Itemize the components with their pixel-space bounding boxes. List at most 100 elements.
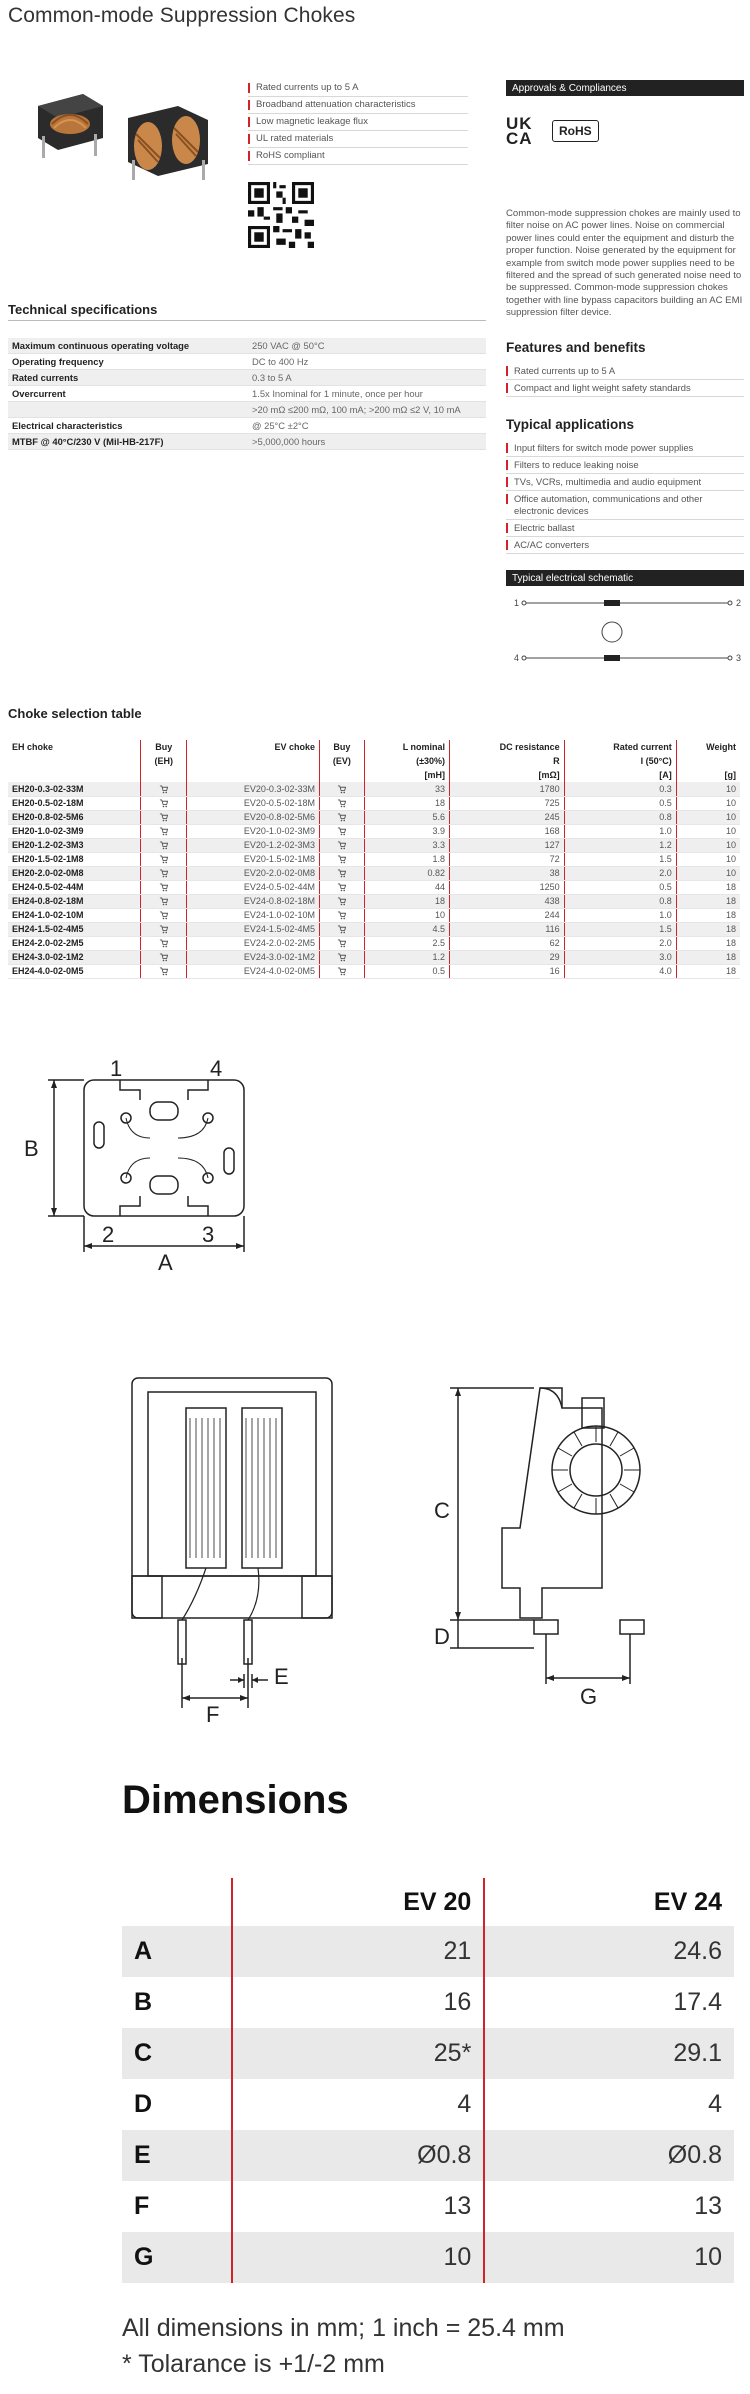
spec-key: Overcurrent: [8, 385, 248, 402]
buy-eh-button[interactable]: [140, 964, 187, 979]
pin-2-label: 2: [736, 598, 741, 608]
list-item: Input filters for switch mode power supp…: [506, 440, 744, 457]
buy-eh-button[interactable]: [140, 824, 187, 839]
cart-icon[interactable]: [159, 952, 169, 962]
ev-choke-cell: EV20-1.2-02-3M3: [186, 838, 320, 853]
schematic-section: Typical electrical schematic 1 2 4 3: [506, 569, 744, 672]
top-view-drawing: 1 4 2 3 A B: [24, 1056, 245, 1275]
cart-icon[interactable]: [337, 896, 347, 906]
col-buy-eh-sub: (EH): [140, 754, 187, 768]
cart-icon[interactable]: [159, 896, 169, 906]
buy-ev-button[interactable]: [318, 782, 365, 797]
list-item: AC/AC converters: [506, 537, 744, 554]
buy-ev-button[interactable]: [318, 950, 365, 965]
buy-ev-button[interactable]: [318, 880, 365, 895]
cart-icon[interactable]: [159, 966, 169, 976]
dc-resistance-cell: 438: [449, 894, 565, 909]
rated-current-cell: 1.0: [563, 824, 677, 839]
buy-eh-button[interactable]: [140, 866, 187, 881]
approvals-header: Approvals & Compliances: [506, 80, 744, 96]
rated-current-cell: 4.0: [563, 964, 677, 979]
buy-ev-button[interactable]: [318, 852, 365, 867]
cart-icon[interactable]: [337, 938, 347, 948]
weight-cell: 18: [675, 936, 740, 951]
dim-key: E: [122, 2130, 232, 2181]
cart-icon[interactable]: [337, 854, 347, 864]
cart-icon[interactable]: [337, 924, 347, 934]
cart-icon[interactable]: [337, 952, 347, 962]
dim-ev20-value: 16: [230, 1977, 485, 2028]
dim-col-key: [122, 1878, 232, 1926]
cart-icon[interactable]: [159, 798, 169, 808]
cart-icon[interactable]: [159, 840, 169, 850]
buy-ev-button[interactable]: [318, 908, 365, 923]
rated-current-cell: 1.5: [563, 922, 677, 937]
eh-choke-cell: EH24-0.8-02-18M: [8, 894, 141, 909]
eh-choke-cell: EH24-2.0-02-2M5: [8, 936, 141, 951]
cart-icon[interactable]: [337, 826, 347, 836]
buy-ev-button[interactable]: [318, 922, 365, 937]
rated-current-cell: 1.0: [563, 908, 677, 923]
ev-choke-cell: EV24-3.0-02-1M2: [186, 950, 320, 965]
cart-icon[interactable]: [337, 784, 347, 794]
l-nominal-cell: 2.5: [363, 936, 450, 951]
cart-icon[interactable]: [337, 798, 347, 808]
cart-icon[interactable]: [159, 910, 169, 920]
buy-ev-button[interactable]: [318, 838, 365, 853]
cart-icon[interactable]: [337, 966, 347, 976]
buy-eh-button[interactable]: [140, 880, 187, 895]
cart-icon[interactable]: [159, 826, 169, 836]
buy-eh-button[interactable]: [140, 950, 187, 965]
rohs-badge: RoHS: [552, 120, 599, 142]
typical-applications-title: Typical applications: [506, 416, 635, 432]
cart-icon[interactable]: [159, 924, 169, 934]
buy-eh-button[interactable]: [140, 796, 187, 811]
ukca-bottom: CA: [506, 129, 533, 148]
qr-code-icon[interactable]: [248, 182, 314, 248]
buy-ev-button[interactable]: [318, 936, 365, 951]
buy-ev-button[interactable]: [318, 824, 365, 839]
rated-current-cell: 2.0: [563, 936, 677, 951]
buy-eh-button[interactable]: [140, 922, 187, 937]
cart-icon[interactable]: [159, 938, 169, 948]
buy-eh-button[interactable]: [140, 908, 187, 923]
cart-icon[interactable]: [159, 882, 169, 892]
side-view-drawing: C D G: [434, 1387, 645, 1709]
cart-icon[interactable]: [159, 812, 169, 822]
buy-ev-button[interactable]: [318, 810, 365, 825]
dim-ev20-value: 21: [230, 1926, 485, 1977]
cart-icon[interactable]: [337, 882, 347, 892]
top-feature-list: Rated currents up to 5 A Broadband atten…: [248, 80, 468, 165]
cart-icon[interactable]: [337, 840, 347, 850]
buy-ev-button[interactable]: [318, 964, 365, 979]
col-dc-unit: [mΩ]: [449, 768, 565, 782]
cart-icon[interactable]: [337, 868, 347, 878]
buy-eh-button[interactable]: [140, 810, 187, 825]
buy-eh-button[interactable]: [140, 936, 187, 951]
buy-eh-button[interactable]: [140, 852, 187, 867]
cart-icon[interactable]: [159, 854, 169, 864]
buy-eh-button[interactable]: [140, 782, 187, 797]
buy-ev-button[interactable]: [318, 894, 365, 909]
buy-ev-button[interactable]: [318, 796, 365, 811]
buy-eh-button[interactable]: [140, 894, 187, 909]
buy-ev-button[interactable]: [318, 866, 365, 881]
eh-choke-cell: EH20-1.2-02-3M3: [8, 838, 141, 853]
cart-icon[interactable]: [159, 784, 169, 794]
cart-icon[interactable]: [337, 812, 347, 822]
weight-cell: 18: [675, 950, 740, 965]
cart-icon[interactable]: [337, 910, 347, 920]
dim-ev24-value: 24.6: [483, 1926, 734, 1977]
cart-icon[interactable]: [159, 868, 169, 878]
buy-eh-button[interactable]: [140, 838, 187, 853]
ukca-top: UK: [506, 114, 533, 133]
col-w-unit: [g]: [675, 768, 740, 782]
